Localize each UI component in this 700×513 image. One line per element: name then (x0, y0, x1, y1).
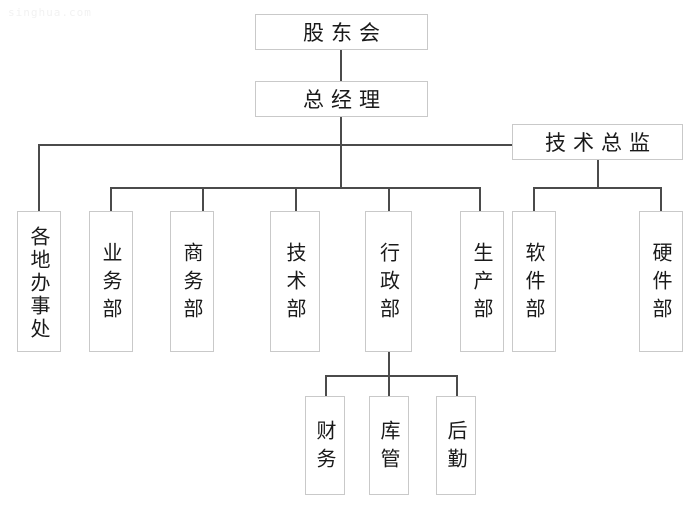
edge-tech-director-stem (597, 160, 599, 188)
node-software-dept[interactable]: 软件部 (512, 211, 556, 352)
edge-to-hardware-dept (660, 187, 662, 212)
node-logistics[interactable]: 后勤 (436, 396, 476, 495)
node-shareholders[interactable]: 股东会 (255, 14, 428, 50)
node-branch-offices[interactable]: 各地办事处 (17, 211, 61, 352)
node-finance[interactable]: 财务 (305, 396, 345, 495)
edge-tech-bus (533, 187, 662, 189)
node-hardware-dept[interactable]: 硬件部 (639, 211, 683, 352)
edge-to-technology-dept (295, 187, 297, 212)
edge-admin-dept-stem (388, 352, 390, 397)
edge-shareholders-to-general-manager (340, 50, 342, 81)
edge-to-commerce-dept (202, 187, 204, 212)
node-technology-dept[interactable]: 技术部 (270, 211, 320, 352)
edge-general-manager-stem (340, 116, 342, 188)
edge-to-admin-dept (388, 187, 390, 212)
edge-to-finance (325, 375, 327, 397)
edge-to-branch-offices (38, 144, 40, 212)
node-admin-dept[interactable]: 行政部 (365, 211, 412, 352)
node-commerce-dept[interactable]: 商务部 (170, 211, 214, 352)
node-warehouse[interactable]: 库管 (369, 396, 409, 495)
node-production-dept[interactable]: 生产部 (460, 211, 504, 352)
edge-admin-sub-bus (325, 375, 458, 377)
edge-to-software-dept (533, 187, 535, 212)
edge-level2-spine (38, 144, 513, 146)
node-general-manager[interactable]: 总经理 (255, 81, 428, 117)
edge-to-business-dept (110, 187, 112, 212)
edge-to-production-dept (479, 187, 481, 212)
node-business-dept[interactable]: 业务部 (89, 211, 133, 352)
edge-to-logistics (456, 375, 458, 397)
watermark-text: singhua.com (8, 6, 92, 19)
node-tech-director[interactable]: 技术总监 (512, 124, 683, 160)
